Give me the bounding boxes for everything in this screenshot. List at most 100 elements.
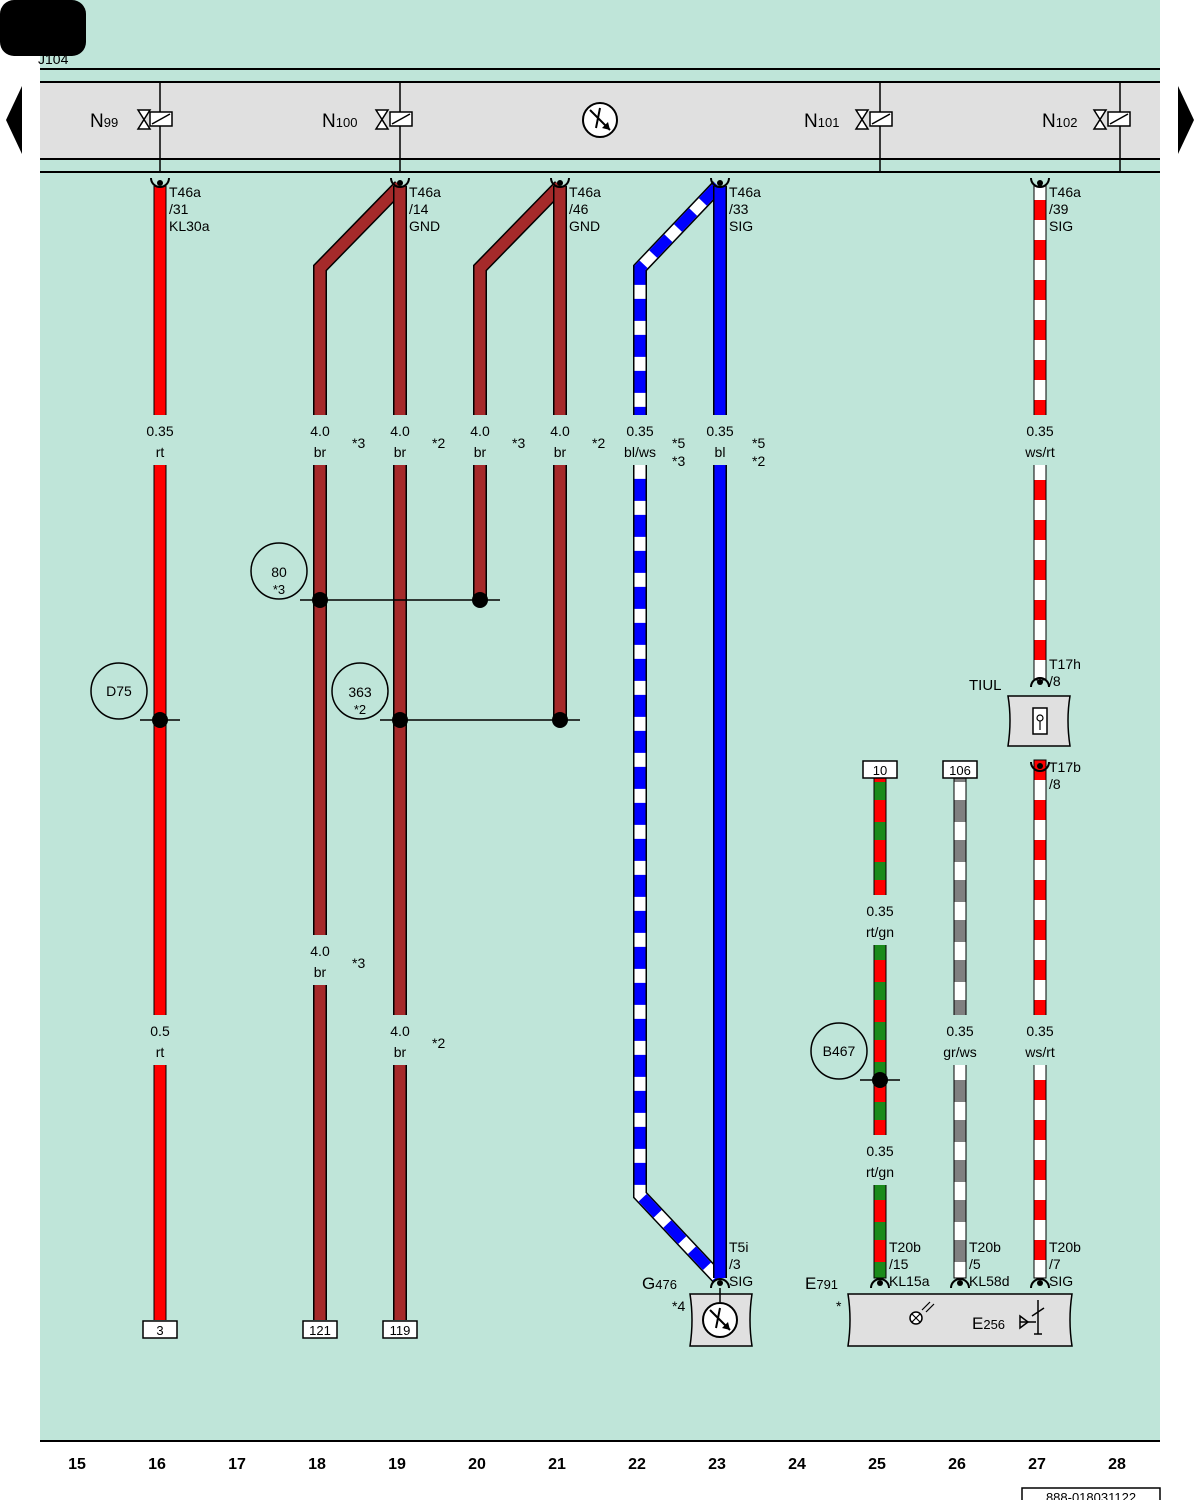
ref-box <box>142 1320 178 1339</box>
ref-box <box>302 1320 338 1339</box>
tiul-connector <box>1007 695 1071 747</box>
wire-note: *2 <box>752 453 765 469</box>
label-g476: G476 <box>642 1274 677 1293</box>
splice-80: 80 *3 <box>250 542 308 600</box>
wire-note: *5 <box>672 435 685 451</box>
lamp-icon <box>909 1301 935 1325</box>
pin-connector-icon <box>150 177 1050 1289</box>
component-label-j104: J104 <box>38 51 69 67</box>
sensor-g476 <box>689 1288 753 1347</box>
wire-note: *3 <box>672 453 685 469</box>
tiul-label: TIUL <box>969 677 1002 694</box>
column-number: 23 <box>708 1456 726 1473</box>
column-number: 22 <box>628 1456 646 1473</box>
note-e791: * <box>836 1298 842 1314</box>
sensor-symbol-icon <box>582 102 618 138</box>
wire-note: *3 <box>352 435 365 451</box>
ref-box-label[interactable]: 106 <box>949 763 971 778</box>
column-number: 18 <box>308 1456 326 1473</box>
wire-col22-bl-ws <box>633 181 724 1283</box>
pin-dot-icon <box>157 180 1043 1286</box>
pin-label: T17b/8 <box>1049 759 1081 792</box>
splice-d75-label: D75 <box>106 683 132 699</box>
splice-363-label: 363 <box>348 684 372 700</box>
wire-note: *2 <box>432 435 445 451</box>
ref-box <box>382 1320 418 1339</box>
ref-box-label[interactable]: 3 <box>156 1323 163 1338</box>
label-n102: N102 <box>1042 111 1077 132</box>
switch-unit-e791 <box>847 1293 1073 1347</box>
ref-box-label[interactable]: 119 <box>390 1323 411 1338</box>
column-number: 27 <box>1028 1456 1046 1473</box>
next-page-arrow[interactable] <box>1178 86 1194 154</box>
label-n100: N100 <box>322 111 357 132</box>
junction-dot <box>312 592 328 608</box>
junction-dot <box>872 1072 888 1088</box>
column-number: 28 <box>1108 1456 1126 1473</box>
wire-col19-br <box>393 186 407 1320</box>
wire-note: *3 <box>352 955 365 971</box>
wire-col20-br <box>473 181 566 600</box>
wire-col23-bl <box>713 186 727 1278</box>
ref-box-label[interactable]: 10 <box>873 763 887 778</box>
column-number: 21 <box>548 1456 566 1473</box>
column-number: 25 <box>868 1456 886 1473</box>
valve-n99 <box>136 82 173 172</box>
wire-note: *5 <box>752 435 765 451</box>
label-gap <box>130 415 1065 1185</box>
column-number: 24 <box>788 1456 806 1473</box>
splice-b467: B467 <box>810 1022 868 1080</box>
junction-dot <box>152 712 168 728</box>
splice-d75: D75 <box>90 662 148 720</box>
column-number: 26 <box>948 1456 966 1473</box>
button-switch-icon <box>1019 1300 1045 1335</box>
ref-box <box>942 760 978 779</box>
wire-note: *3 <box>512 435 525 451</box>
page-tab <box>0 0 86 56</box>
label-n101: N101 <box>804 111 839 132</box>
label-n99: N99 <box>90 111 118 132</box>
column-number: 17 <box>228 1456 246 1473</box>
splice-80-note: *3 <box>273 582 285 597</box>
wire-note: *2 <box>592 435 605 451</box>
splice-80-label: 80 <box>271 564 287 580</box>
splice-b467-label: B467 <box>823 1043 856 1059</box>
column-number: 15 <box>68 1456 86 1473</box>
column-number: 20 <box>468 1456 486 1473</box>
wire-note: *2 <box>432 1035 445 1051</box>
prev-page-arrow[interactable] <box>6 86 22 154</box>
junction-dot <box>472 592 488 608</box>
label-e791: E791 <box>805 1274 838 1293</box>
ref-box-label[interactable]: 121 <box>309 1323 331 1338</box>
valve-n102 <box>1092 82 1131 172</box>
splice-363: 363 *2 <box>331 662 389 720</box>
splice-363-note: *2 <box>354 702 366 717</box>
doc-number: 888-018031122 <box>1046 1490 1136 1500</box>
junction-dot <box>392 712 408 728</box>
ref-box <box>862 760 898 779</box>
valve-n101 <box>854 82 893 172</box>
